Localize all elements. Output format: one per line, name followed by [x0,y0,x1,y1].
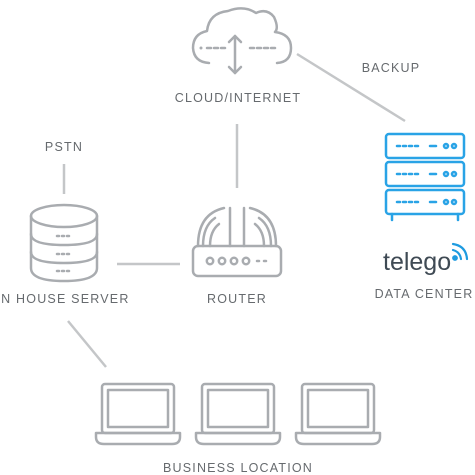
laptop-icon [94,382,182,446]
laptop-icon [294,382,382,446]
cloud-sync-icon [191,7,293,75]
router-label: ROUTER [207,292,267,306]
server-label: IN HOUSE SERVER [0,292,130,306]
cloud-to-datacenter-line [296,52,406,123]
pstn-label: PSTN [45,140,83,154]
laptop-icon [194,382,282,446]
wifi-router-icon [191,206,283,278]
signal-icon [451,242,469,261]
telego-logo: telego [383,242,469,276]
server-to-laptops-line [67,320,107,368]
datacenter-label: DATA CENTER [375,287,474,301]
database-server-icon [29,203,99,283]
business-label: BUSINESS LOCATION [163,461,313,475]
backup-label: BACKUP [362,61,421,75]
server-rack-icon [384,132,466,222]
connectors [62,52,406,368]
brand-name: telego [383,248,451,276]
cloud-label: CLOUD/INTERNET [175,91,302,105]
